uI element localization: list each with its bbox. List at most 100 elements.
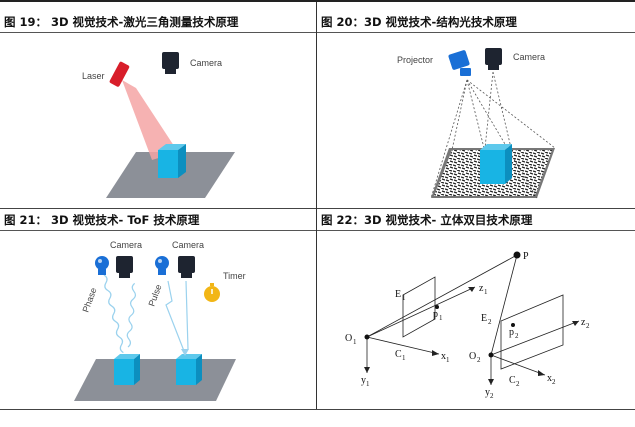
panel-laser-triangulation: 图 19： 3D 视觉技术-激光三角测量技术原理 Laser Camera — [0, 2, 316, 208]
point-o1 — [364, 334, 370, 340]
camera-left-label: Camera — [110, 240, 142, 250]
cube-side — [505, 144, 512, 184]
pulse-return — [185, 280, 189, 350]
label-p1: p — [433, 309, 438, 320]
label-x2-sub: 2 — [552, 378, 556, 386]
label-E1: E — [395, 289, 401, 300]
label-p2-sub: 2 — [515, 332, 519, 340]
point-p1 — [435, 305, 439, 309]
label-O1: O — [345, 333, 352, 344]
left-cube-top — [114, 354, 140, 359]
pulse-signal — [165, 280, 185, 352]
ray-o2-p — [490, 254, 518, 356]
camera-label: Camera — [190, 58, 222, 68]
label-E2-sub: 2 — [488, 318, 492, 326]
panel-title: 图 19： 3D 视觉技术-激光三角测量技术原理 — [4, 15, 239, 29]
timer-label: Timer — [223, 271, 246, 281]
center-divider — [316, 2, 317, 409]
label-x1: x — [441, 351, 446, 362]
left-cube-side — [134, 354, 140, 385]
projector-icon — [448, 50, 471, 76]
label-z1: z — [479, 283, 484, 294]
laser-beam — [122, 80, 178, 160]
axis-x1 — [366, 336, 440, 355]
label-O2-sub: 2 — [477, 356, 481, 364]
structured-light-diagram: Projector Camera — [397, 48, 556, 199]
title-underline — [0, 230, 316, 231]
camera-label: Camera — [513, 52, 545, 62]
cube-top — [480, 144, 512, 150]
lightbulb-icon — [155, 256, 169, 275]
point-p — [513, 251, 521, 259]
right-cube-top — [176, 354, 202, 359]
label-y2-sub: 2 — [490, 392, 494, 400]
cube-front — [158, 150, 178, 178]
laser-label: Laser — [82, 71, 105, 81]
label-y1-sub: 1 — [366, 380, 370, 388]
pulse-arrowhead — [181, 349, 189, 356]
camera-icon — [485, 48, 502, 70]
camera-right-label: Camera — [172, 240, 204, 250]
cube-top — [158, 144, 186, 150]
top-rule — [0, 0, 635, 2]
stopwatch-icon — [204, 283, 220, 302]
label-C1: C — [395, 349, 402, 360]
tof-diagram: Phase Pulse Camera Camera Ti — [74, 240, 246, 401]
label-p2: p — [509, 327, 514, 338]
panel-title: 图 22：3D 视觉技术- 立体双目技术原理 — [321, 213, 533, 227]
label-E2: E — [481, 313, 487, 324]
image-plane-e2 — [500, 294, 564, 370]
panel-title: 图 20：3D 视觉技术-结构光技术原理 — [321, 15, 517, 29]
pulse-label: Pulse — [146, 283, 163, 308]
phase-label: Phase — [80, 286, 98, 313]
cube-side — [178, 144, 186, 178]
image-plane-e1 — [402, 276, 436, 338]
phase-wave-return — [126, 282, 137, 348]
label-C1-sub: 1 — [402, 354, 406, 362]
left-cube-front — [114, 359, 134, 385]
label-p1-sub: 1 — [439, 314, 443, 322]
camera-icon — [178, 256, 195, 278]
point-o2 — [488, 352, 494, 358]
label-E1-sub: 1 — [402, 294, 406, 302]
label-O2: O — [469, 351, 476, 362]
phase-wave — [103, 274, 124, 354]
label-C2-sub: 2 — [516, 380, 520, 388]
title-underline — [0, 32, 316, 33]
panel-tof: 图 21： 3D 视觉技术- ToF 技术原理 Phase Pulse — [0, 209, 316, 409]
floor-plane — [74, 359, 236, 401]
cube-front — [480, 150, 505, 184]
lightbulb-icon — [95, 256, 109, 275]
axis-arrowheads — [364, 287, 579, 385]
label-x2: x — [547, 373, 552, 384]
panel-stereo: 图 22：3D 视觉技术- 立体双目技术原理 — [317, 209, 635, 409]
label-z2-sub: 2 — [586, 322, 590, 330]
title-underline — [317, 32, 635, 33]
stereo-vision-diagram: P E 1 p 1 z 1 O 1 C 1 x 1 y 1 E 2 p 2 z … — [345, 251, 590, 400]
axis-z1 — [366, 286, 476, 338]
right-cube-side — [196, 354, 202, 385]
laser-triangulation-diagram: Laser Camera — [82, 52, 235, 198]
label-O1-sub: 1 — [353, 338, 357, 346]
point-p2 — [511, 323, 515, 327]
axis-z2 — [490, 320, 580, 356]
label-x1-sub: 1 — [446, 356, 450, 364]
label-y2: y — [485, 387, 490, 398]
label-C2: C — [509, 375, 516, 386]
label-y1: y — [361, 375, 366, 386]
ray-o1-p — [366, 254, 518, 338]
middle-rule — [0, 208, 635, 209]
label-P: P — [523, 251, 529, 262]
right-cube-front — [176, 359, 196, 385]
camera-icon — [162, 52, 179, 74]
projection-rays — [430, 71, 556, 199]
camera-icon — [116, 256, 133, 278]
label-z1-sub: 1 — [484, 288, 488, 296]
label-z2: z — [581, 317, 586, 328]
panel-structured-light: 图 20：3D 视觉技术-结构光技术原理 — [317, 2, 635, 208]
laser-device-icon — [109, 61, 130, 87]
projector-label: Projector — [397, 55, 433, 65]
title-underline — [317, 230, 635, 231]
geometry-lines — [366, 254, 580, 385]
bottom-rule — [0, 409, 635, 410]
